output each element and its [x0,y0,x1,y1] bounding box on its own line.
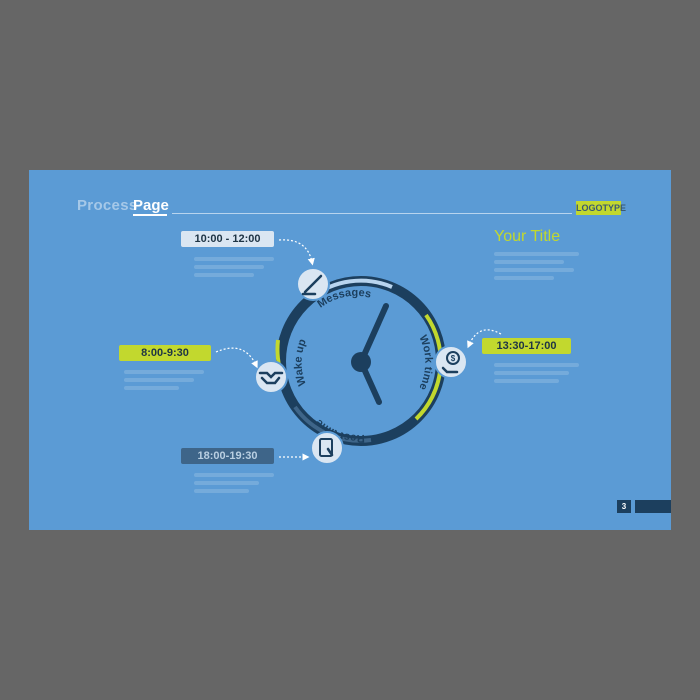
clock-diagram: Messages Work time Rest time Wake up $ [215,239,502,465]
connector-work-time [467,329,502,349]
header-prefix: Process [77,197,138,214]
placeholder-text [494,252,579,256]
logotype: LOGOTYPE [576,201,627,215]
connector-wake-up [215,347,258,369]
placeholder-text [124,386,179,390]
placeholder-text [194,265,264,269]
placeholder-text [494,379,559,383]
label-work-time: Work time [416,333,434,391]
time-label-wake-up: 8:00-9:30 [119,345,211,361]
page-footer-bar [635,500,671,513]
placeholder-text [194,489,249,493]
placeholder-text [194,473,274,477]
header-divider [172,213,572,214]
time-label-work-time: 13:30-17:00 [482,338,571,354]
hand-writing-icon [296,267,330,301]
placeholder-text [194,481,259,485]
header-underline [133,214,167,216]
time-label-rest-time: 18:00-19:30 [181,448,274,464]
hand-money-icon: $ [434,345,468,379]
placeholder-text [194,257,274,261]
placeholder-text [494,260,564,264]
placeholder-text [194,273,254,277]
placeholder-text [494,363,579,367]
placeholder-text [124,370,204,374]
slide: Process Page LOGOTYPE Your Title 10:00 -… [29,170,671,530]
slide-title: Your Title [494,228,561,245]
placeholder-text [124,378,194,382]
tablet-touch-icon [310,431,344,465]
connector-messages [278,239,315,266]
time-label-messages: 10:00 - 12:00 [181,231,274,247]
label-wake-up: Wake up [292,337,308,387]
placeholder-text [494,371,569,375]
header-page-word: Page [133,197,169,214]
placeholder-text [494,268,574,272]
handshake-icon [254,360,288,394]
page-number: 3 [617,500,631,513]
clock-center [351,352,371,372]
minute-hand [358,303,389,365]
svg-text:$: $ [451,354,456,363]
placeholder-text [494,276,554,280]
